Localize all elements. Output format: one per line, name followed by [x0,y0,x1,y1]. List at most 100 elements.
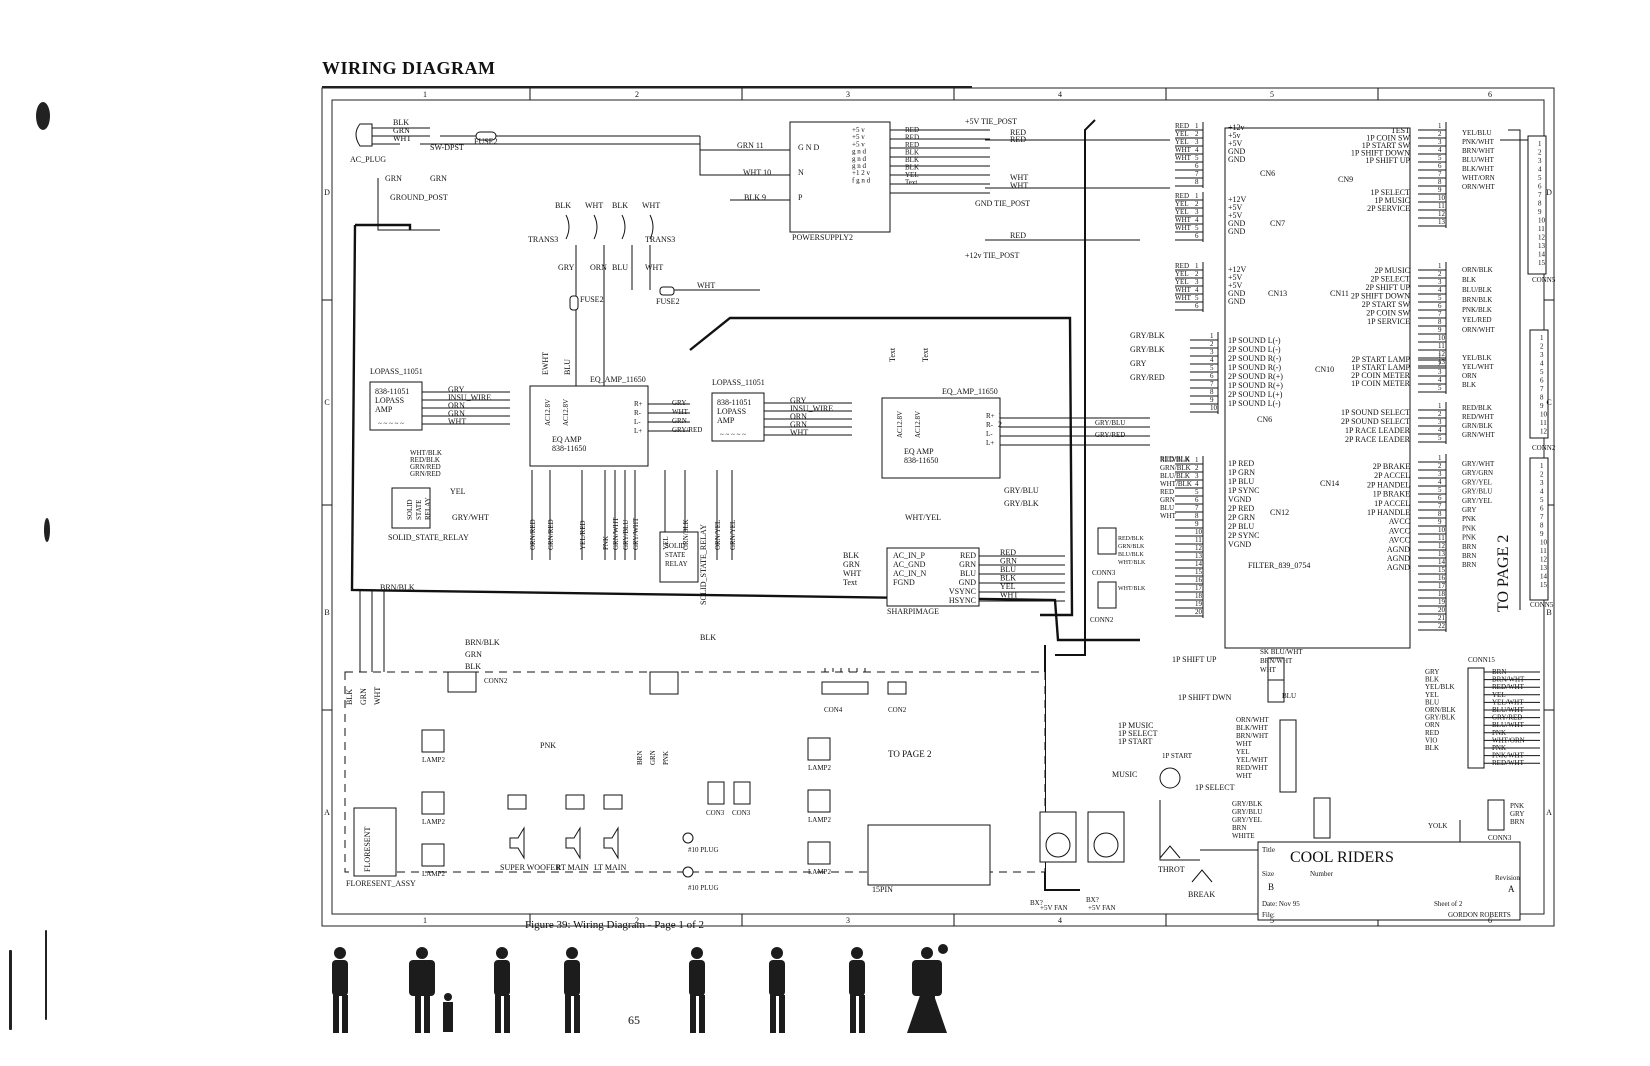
figure-man-in-coat-leg-right [779,995,785,1033]
connector-label: CN9 [1338,175,1353,184]
sharp-input-wire: GRN [843,560,860,569]
ssr-body-label: STATE [665,551,685,559]
cn12-wire: BLU [1160,504,1174,512]
cn12-pin-label: VGND [1228,540,1251,549]
bottom-right-wire: GRY [1510,810,1524,818]
ps-output-wire: BLK [905,164,919,172]
cn9-pin-label: 2P SERVICE [1367,204,1410,213]
sharp-input-wire: BLK [843,551,859,560]
conn5-pin: 12 [1538,234,1546,242]
frame-outer [321,87,1555,927]
conn3-right-block [1487,799,1505,831]
cn11-pin-label: 2P SHIFT UP [1366,283,1411,292]
frame-row-label: D [324,188,330,197]
cn14-wire: GRY/YEL [1462,497,1492,505]
conn2-pin: 9 [1540,402,1544,410]
plug-10-symbol-2 [682,866,694,878]
figure-woman-leg-right [699,995,705,1033]
cn12-pin-label: 1P SYNC [1228,486,1260,495]
cn13-pin-label: +5V [1228,281,1243,290]
cn11-wire: BRN/BLK [1462,296,1492,304]
figure-businesswoman-head [334,947,346,959]
title-block-drawn-by: GORDON ROBERTS [1448,911,1511,919]
sound-pin-label: 2P SOUND R(+) [1228,372,1283,381]
sound-pin-label: 1P SOUND L(-) [1228,336,1281,345]
conn5-pin: 13 [1538,242,1546,250]
title-block-title-label: Title [1262,846,1275,854]
cn7-pin-label: GND [1228,219,1246,228]
frame-column-label: 2 [635,916,639,925]
header-pin-number: 22 [1438,622,1446,630]
power-supply-pin: +1 2 v [852,169,870,177]
header-pin-number: 3 [1438,278,1442,286]
header-pin-number: 6 [1195,496,1199,504]
transformer-label: TRANS3 [528,235,558,244]
lopass-wire-label: WHT [790,428,808,437]
sharp-pin-right: GRN [959,560,976,569]
wire-label: YOLK [1428,822,1447,830]
title-block-number-label: Number [1310,870,1334,878]
title-block-file: File: [1262,911,1275,919]
header-pin-number: 19 [1438,598,1446,606]
wire-label: BLU [563,359,572,375]
title-block-box [1257,841,1521,921]
wire-label: RED [1010,128,1026,137]
cn9-pin-label: 1P SHIFT DOWN [1351,149,1410,158]
cn9-wire: WHT/ORN [1462,174,1495,182]
header-pin-number: 7 [1438,310,1442,318]
figure-bride-and-groom-head [921,947,933,959]
wire-label: GRN [430,174,447,183]
relay-block [447,671,477,693]
lopass-amp-box [711,392,765,442]
conn15-right-wire: RED/WHT [1492,759,1525,767]
sharp-pin-left: AC_IN_P [893,551,926,560]
frame-row-label: C [324,398,329,407]
eq-amp-box [529,385,649,467]
conn5b-pin: 3 [1540,479,1544,487]
conn5-pin: 14 [1538,251,1546,259]
fuse-label: FUSE2 [580,295,604,304]
header-pin-number: 18 [1195,592,1203,600]
cn6-mid-wire: RED/BLK [1462,404,1492,412]
cn12-pin-label: 2P SYNC [1228,531,1260,540]
wire-label: BLU [612,263,628,272]
connector-label: CN6 [1257,415,1272,424]
solid-state-relay-box [391,487,431,529]
figure-big-man-with-child-leg-left [415,995,421,1033]
sharp-pin-left: AC_GND [893,560,926,569]
cn12-pin-label: 2P RED [1228,504,1254,513]
header-pin-number: 12 [1438,210,1446,218]
conn2-pin: 3 [1540,351,1544,359]
wire-label: RED/BLK [1160,455,1190,463]
cn11-wire: BLU/BLK [1462,286,1492,294]
ps-output-wire: RED [905,134,919,142]
cn12-pin-label: 2P GRN [1228,513,1255,522]
speaker-conn [507,794,527,810]
conn3-block [1097,527,1117,555]
header-pin-number: 13 [1438,218,1446,226]
frame-column-label: 2 [635,90,639,99]
switch-wire-label: YEL [1236,748,1250,756]
conn5-pin: 5 [1538,174,1542,182]
figure-big-man-with-child-leg-right [424,995,430,1033]
wire-label: WHT [642,201,660,210]
frame-column-label: 5 [1270,90,1274,99]
connector-label: CN14 [1320,479,1339,488]
eq-amp-pin: L- [986,430,993,438]
ssr-label: SOLID_STATE_RELAY [699,524,708,605]
conn15-block [1467,667,1485,769]
header-pin-number: 10 [1438,194,1446,202]
frame-column-label: 4 [1058,916,1062,925]
connector-label: CONN2 [484,677,508,685]
figure-big-man-with-child [409,947,453,1033]
sharp-pin-right: HSYNC [949,596,976,605]
cn12-wire: RED/BLK [1160,456,1190,464]
cn10-pin-label: 2P START LAMP [1352,355,1411,364]
vertical-wire-label: GRY/WHT [632,517,640,550]
conn5b-pin: 11 [1540,547,1547,555]
cn14-wire: GRY/GRN [1462,469,1493,477]
wire-layer [322,88,1554,926]
power-supply-pin: +5 v [852,126,865,134]
ssr-body-label: STATE [415,500,423,520]
conn5-pin: 3 [1538,157,1542,165]
